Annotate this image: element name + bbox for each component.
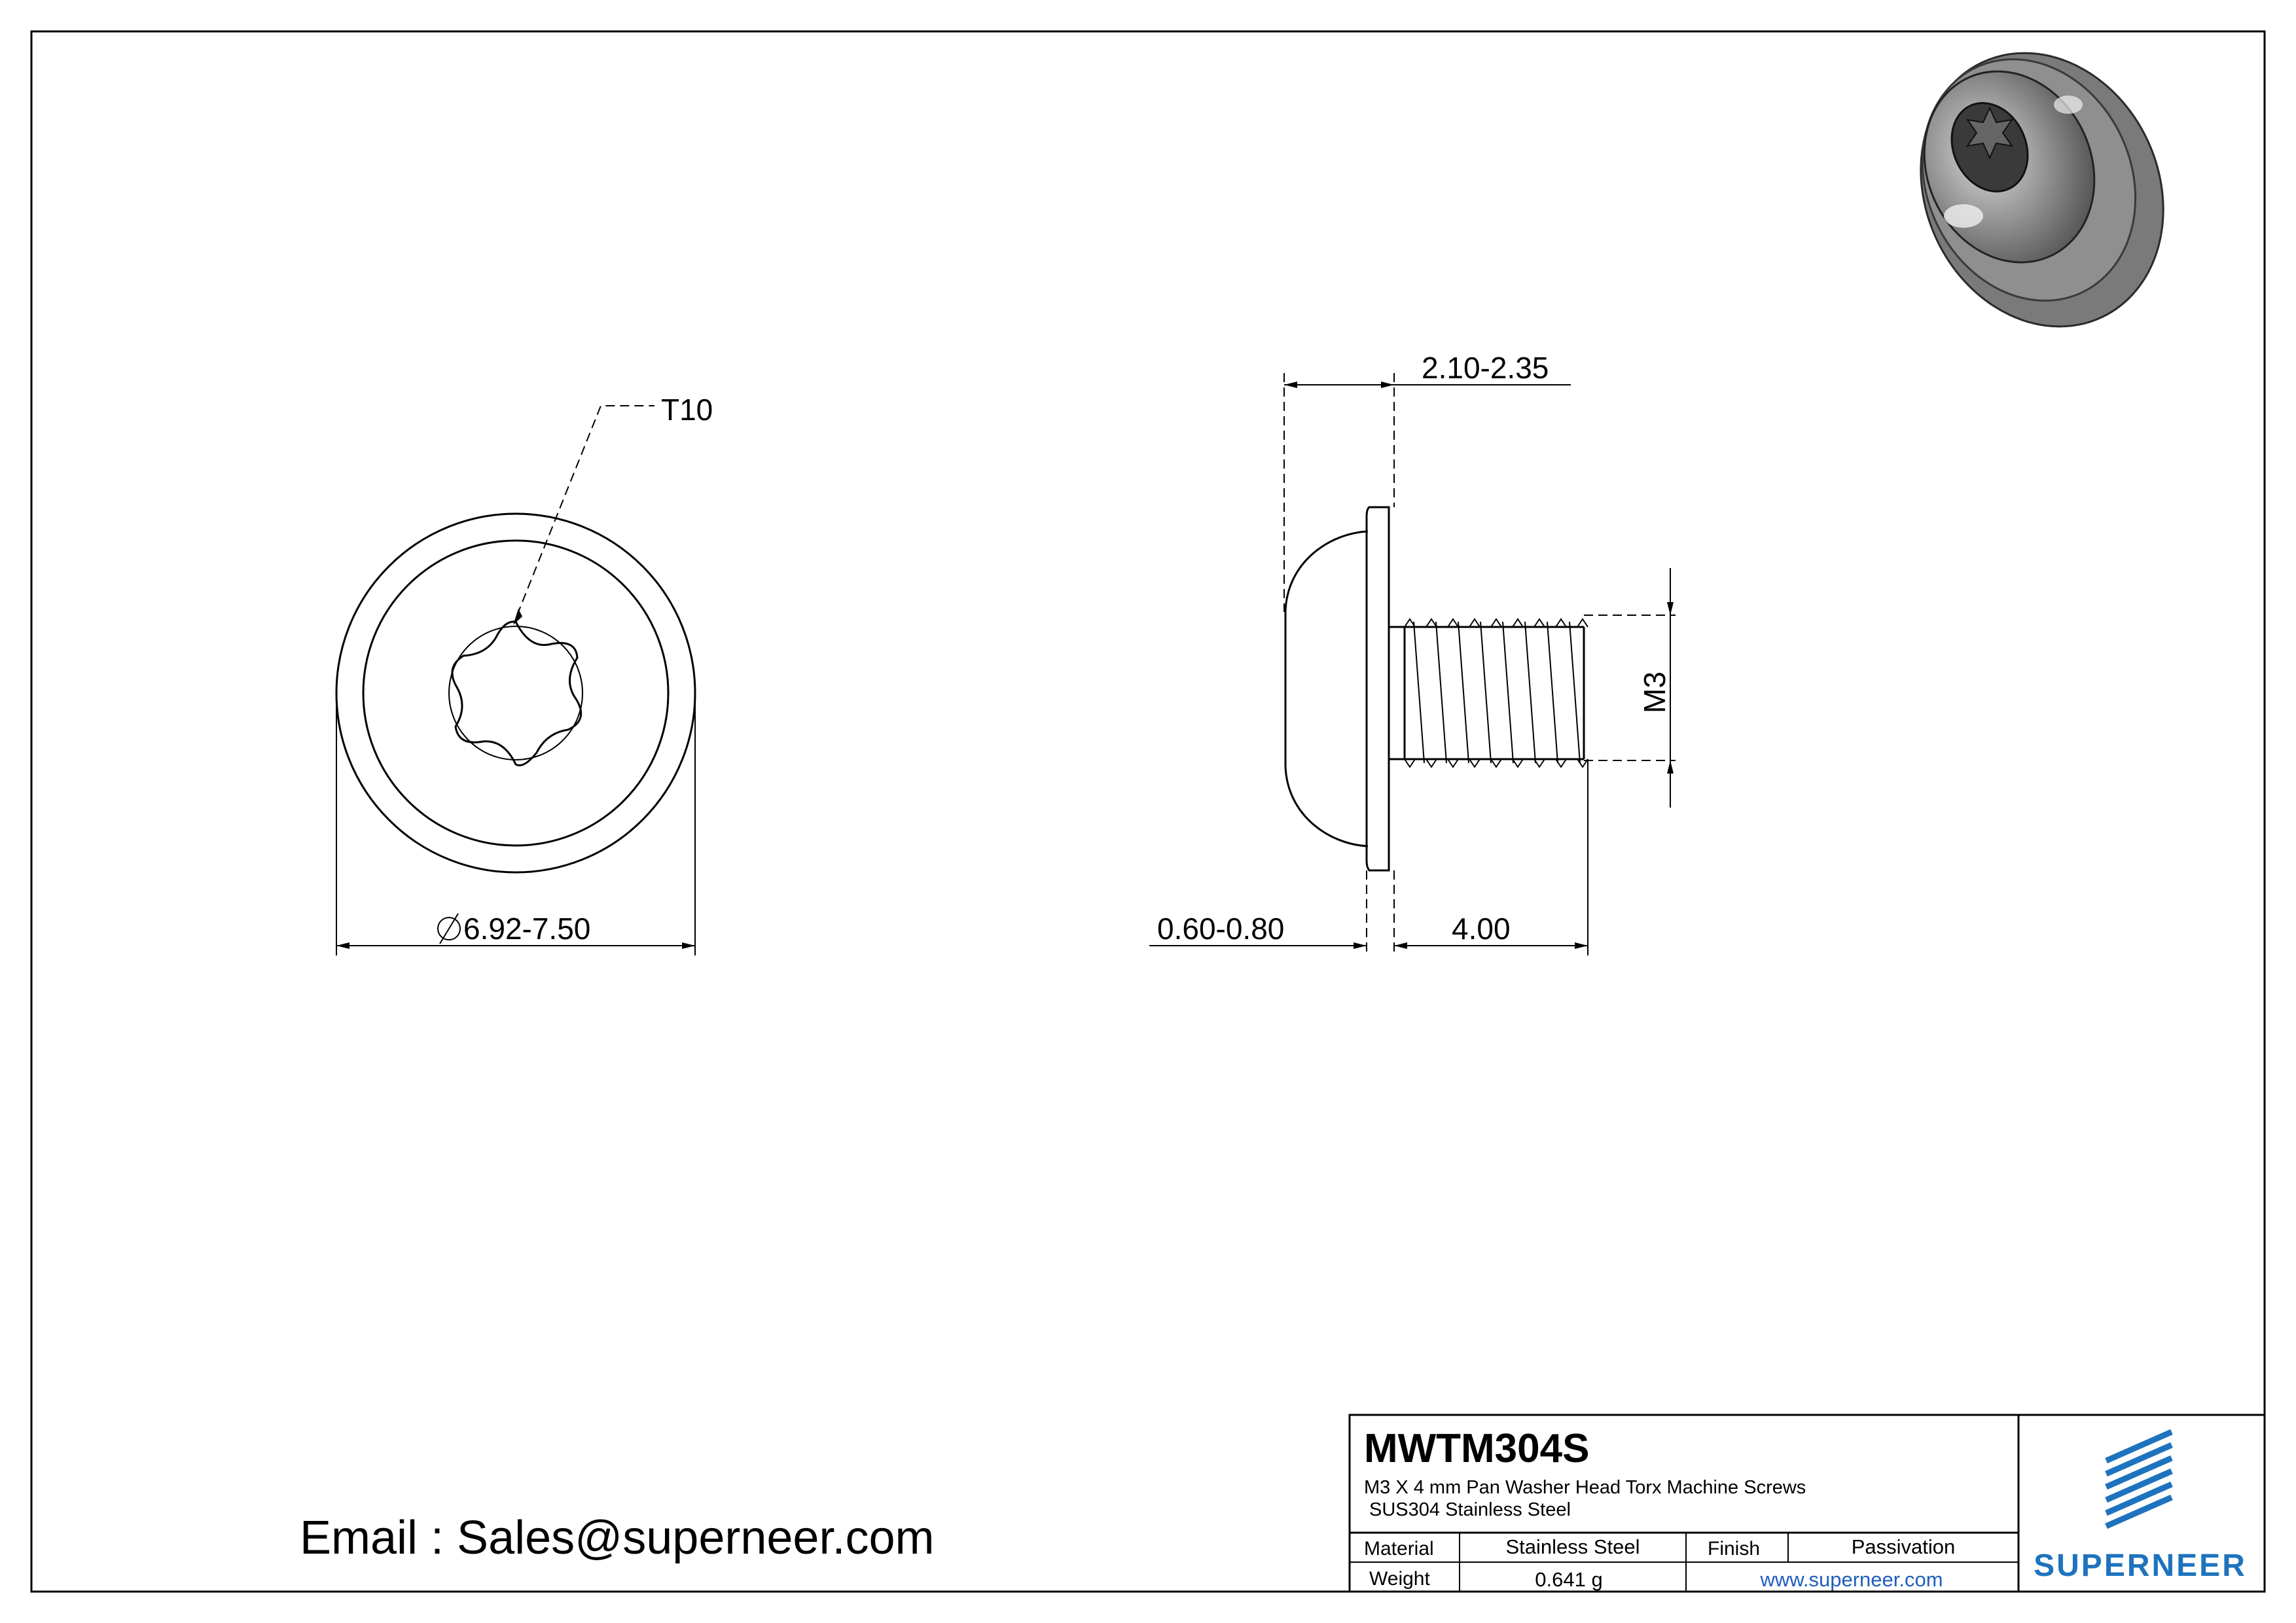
washer-outer-circle xyxy=(335,512,696,874)
description-line1: M3 X 4 mm Pan Washer Head Torx Machine S… xyxy=(1364,1477,1806,1498)
material-label: Material xyxy=(1364,1538,1434,1560)
thread-crests xyxy=(1413,621,1581,764)
finish-label: Finish xyxy=(1708,1538,1760,1560)
diameter-symbol-icon xyxy=(437,913,461,944)
t10-arrow xyxy=(513,609,522,625)
thread-teeth-top xyxy=(1404,618,1588,628)
torx-recess-icon xyxy=(451,620,583,766)
washer-flange xyxy=(1365,506,1390,872)
weight-label: Weight xyxy=(1369,1568,1430,1590)
diameter-label: 6.92-7.50 xyxy=(463,912,590,946)
superneer-logo-icon xyxy=(2105,1429,2173,1529)
brand-name: SUPERNEER xyxy=(2034,1548,2247,1583)
front-view: T10 6.92-7.50 xyxy=(335,393,713,955)
screw-render-icon xyxy=(1920,52,2164,328)
washer-thickness-label: 0.60-0.80 xyxy=(1157,912,1284,946)
t10-leader xyxy=(516,405,655,616)
pan-head xyxy=(1284,530,1369,847)
material-value: Stainless Steel xyxy=(1505,1535,1640,1558)
contact-email[interactable]: Email : Sales@superneer.com xyxy=(300,1512,935,1564)
part-number: MWTM304S xyxy=(1364,1426,1589,1471)
side-view: 2.10-2.35 0.60-0.80 4.00 M3 xyxy=(1149,351,1676,955)
head-height-label: 2.10-2.35 xyxy=(1422,351,1549,385)
website-link[interactable]: www.superneer.com xyxy=(1759,1568,1943,1591)
length-label: 4.00 xyxy=(1452,912,1511,946)
drawing-border xyxy=(30,30,2266,1593)
finish-value: Passivation xyxy=(1852,1535,1956,1558)
thread-teeth-bottom xyxy=(1404,758,1588,768)
head-circle xyxy=(362,539,670,847)
weight-value: 0.641 g xyxy=(1535,1568,1602,1591)
recess-circle xyxy=(448,626,583,760)
t10-label: T10 xyxy=(661,393,713,427)
title-block: MWTM304S M3 X 4 mm Pan Washer Head Torx … xyxy=(1348,1414,2266,1593)
description-line2: SUS304 Stainless Steel xyxy=(1369,1499,1571,1520)
thread-label: M3 xyxy=(1638,671,1672,713)
